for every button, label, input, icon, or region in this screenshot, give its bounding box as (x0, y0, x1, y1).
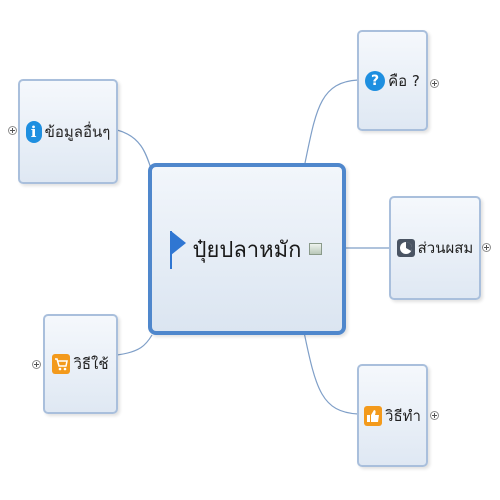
topic-khue-label: คือ ? (388, 71, 420, 90)
connector-withitham (303, 331, 359, 415)
expand-toggle-khue[interactable] (430, 79, 439, 88)
topic-suanphasom-label: ส่วนผสม (417, 239, 474, 257)
flag-icon (169, 227, 187, 271)
central-topic[interactable]: ปุ๋ยปลาหมัก (148, 163, 346, 335)
pie-chart-icon (396, 239, 415, 257)
connector-khue (304, 79, 359, 164)
topic-khue[interactable]: ? คือ ? (357, 30, 428, 131)
topic-withichai-label: วิธีใช้ (73, 355, 109, 373)
cart-icon (52, 354, 71, 374)
topic-khomun[interactable]: i ข้อมูลอื่นๆ (18, 79, 118, 184)
info-icon: i (25, 120, 42, 143)
expand-toggle-khomun[interactable] (8, 126, 17, 135)
topic-withichai[interactable]: วิธีใช้ (43, 314, 118, 414)
topic-suanphasom[interactable]: ส่วนผสม (389, 196, 481, 300)
expand-toggle-withichai[interactable] (32, 360, 41, 369)
expand-toggle-suanphasom[interactable] (482, 243, 491, 252)
topic-withitham[interactable]: วิธีทำ (357, 364, 428, 467)
connector-withichai (116, 334, 153, 356)
topic-withitham-label: วิธีทำ (385, 406, 421, 425)
central-topic-label: ปุ๋ยปลาหมัก (192, 237, 302, 263)
note-icon[interactable] (309, 243, 323, 255)
thumbs-up-icon (364, 405, 383, 426)
expand-toggle-withitham[interactable] (430, 411, 439, 420)
question-icon: ? (365, 70, 386, 91)
topic-khomun-label: ข้อมูลอื่นๆ (44, 122, 111, 141)
connector-khomun (116, 129, 153, 173)
